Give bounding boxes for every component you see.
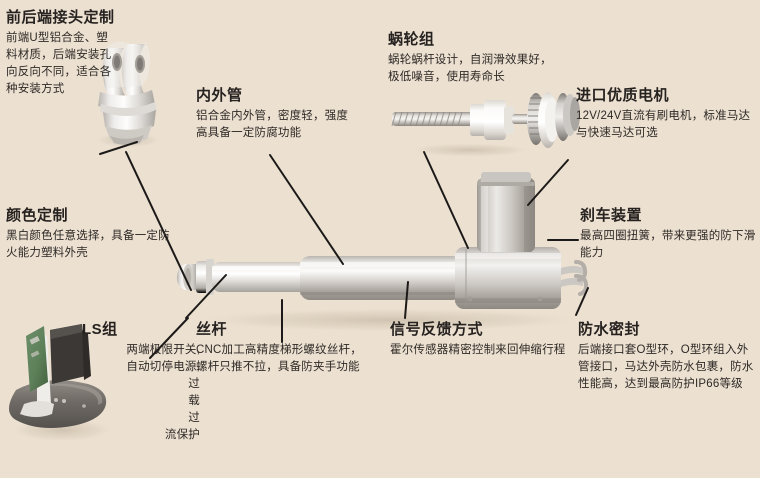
callout-waterproof: 防水密封 后端接口套O型环，O型环组入外管接口，马达外壳防水包裹，防水性能高，达…: [578, 320, 758, 393]
leader-waterproof: [575, 287, 589, 316]
worm-gear-assembly-image: [391, 92, 580, 157]
callout-worm-desc: 蜗轮蜗杆设计，自润滑效果好，极低噪音，使用寿命长: [388, 54, 552, 83]
leader-connector: [99, 141, 138, 155]
callout-ls-desc-4: 载: [188, 395, 200, 407]
callout-color: 颜色定制 黑白颜色任意选择，具备一定防火能力塑料外壳: [6, 206, 178, 262]
callout-ls-desc-3: 过: [188, 378, 200, 390]
leader-worm: [423, 151, 469, 249]
leader-screw: [185, 274, 227, 319]
callout-screw-title: 丝杆: [196, 321, 228, 338]
callout-signal-title: 信号反馈方式: [390, 321, 484, 338]
callout-connector-desc: 前端U型铝合金、塑料材质，后端安装孔向反向不同，适合各种安装方式: [6, 32, 112, 95]
callout-limit-switch: LS组 两端极限开关, 自动切停电源, 过 载 过 流保护: [82, 320, 200, 444]
callout-brake-desc: 最高四圈扭簧，带来更强的防下滑能力: [580, 230, 756, 259]
actuator-body-image: [176, 172, 590, 332]
callout-ls-desc-1: 两端极限开关,: [126, 344, 200, 356]
callout-motor: 进口优质电机 12V/24V直流有刷电机，标准马达与快速马达可选: [576, 86, 756, 142]
callout-color-desc: 黑白颜色任意选择，具备一定防火能力塑料外壳: [6, 230, 170, 259]
callout-connector: 前后端接头定制 前端U型铝合金、塑料材质，后端安装孔向反向不同，适合各种安装方式: [6, 8, 114, 98]
callout-connector-title: 前后端接头定制: [6, 9, 115, 26]
callout-ls-desc-5: 过: [188, 412, 200, 424]
callout-waterproof-title: 防水密封: [578, 321, 641, 338]
callout-tube: 内外管 铝合金内外管，密度轻，强度高具备一定防腐功能: [196, 86, 354, 142]
callout-motor-title: 进口优质电机: [576, 87, 670, 104]
callout-signal-desc: 霍尔传感器精密控制来回伸缩行程: [390, 344, 566, 356]
callout-tube-desc: 铝合金内外管，密度轻，强度高具备一定防腐功能: [196, 110, 349, 139]
callout-motor-desc: 12V/24V直流有刷电机，标准马达与快速马达可选: [576, 110, 751, 139]
leader-signal: [404, 281, 409, 319]
callout-color-title: 颜色定制: [6, 207, 69, 224]
callout-brake-title: 刹车装置: [580, 207, 643, 224]
callout-screw-desc: CNC加工高精度梯形螺纹丝杆，螺杆只推不拉，具备防夹手功能: [196, 344, 362, 373]
leader-tube: [269, 154, 344, 265]
callout-ls-desc-6: 流保护: [164, 429, 200, 441]
callout-signal: 信号反馈方式 霍尔传感器精密控制来回伸缩行程: [390, 320, 568, 359]
callout-worm: 蜗轮组 蜗轮蜗杆设计，自润滑效果好，极低噪音，使用寿命长: [388, 30, 560, 86]
callout-screw: 丝杆 CNC加工高精度梯形螺纹丝杆，螺杆只推不拉，具备防夹手功能: [196, 320, 368, 376]
callout-tube-title: 内外管: [196, 87, 243, 104]
callout-worm-title: 蜗轮组: [388, 31, 435, 48]
leader-motor: [527, 159, 569, 206]
callout-ls-desc-2: 自动切停电源,: [126, 361, 200, 373]
callout-waterproof-desc: 后端接口套O型环，O型环组入外管接口，马达外壳防水包裹，防水性能高，达到最高防护…: [578, 344, 754, 390]
callout-ls-title: LS组: [82, 321, 118, 338]
callout-brake: 刹车装置 最高四圈扭簧，带来更强的防下滑能力: [580, 206, 756, 262]
